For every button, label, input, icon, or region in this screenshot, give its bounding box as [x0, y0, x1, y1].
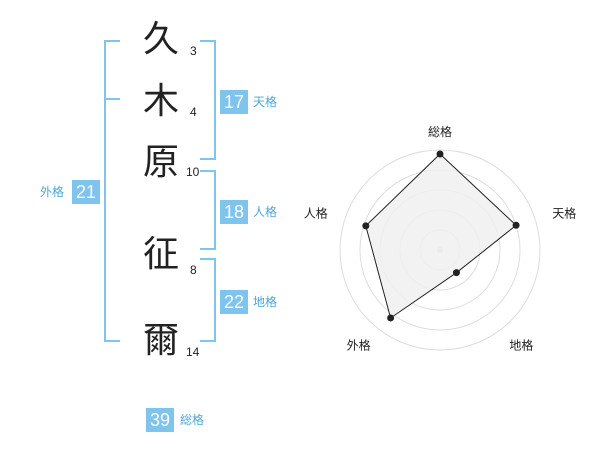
- stroke-count-4: 8: [190, 263, 197, 277]
- jinkaku-bracket: [200, 170, 216, 250]
- radar-point-2: [512, 221, 520, 229]
- gaikaku-value: 21: [72, 180, 100, 204]
- radar-point-1: [436, 150, 444, 158]
- radar-point-3: [452, 269, 460, 277]
- radar-point-4: [387, 314, 395, 322]
- radar-ring: [339, 149, 541, 351]
- stroke-count-1: 3: [190, 44, 197, 58]
- soukaku-label: 総格: [180, 413, 205, 427]
- radar-point-5: [362, 222, 370, 230]
- tenkaku-bracket: [200, 40, 216, 160]
- radar-axis-label-2: 天格: [552, 206, 576, 221]
- gaikaku-bracket: [104, 40, 120, 342]
- name-char-4: 征: [142, 234, 179, 275]
- tenkaku-label: 天格: [253, 95, 278, 109]
- stroke-count-5: 14: [186, 345, 200, 359]
- radar-area: [365, 153, 517, 319]
- tenkaku-value: 17: [220, 90, 248, 114]
- name-char-1: 久: [142, 19, 179, 60]
- stroke-count-3: 10: [186, 165, 200, 179]
- gaikaku-bracket-divider: [104, 98, 120, 100]
- radar-axis-label-3: 地格: [509, 338, 533, 353]
- name-char-3: 原: [142, 142, 179, 183]
- name-char-2: 木: [142, 81, 179, 122]
- soukaku-value: 39: [146, 408, 174, 432]
- radar-axis-label-5: 人格: [304, 206, 328, 221]
- chikaku-label: 地格: [253, 295, 278, 309]
- radar-axis-label-4: 外格: [347, 338, 371, 353]
- jinkaku-label: 人格: [253, 205, 278, 219]
- gaikaku-label: 外格: [40, 185, 65, 199]
- name-char-5: 爾: [142, 320, 179, 361]
- chikaku-bracket: [200, 258, 216, 342]
- jinkaku-value: 18: [220, 200, 248, 224]
- chikaku-value: 22: [220, 290, 248, 314]
- stroke-count-2: 4: [190, 105, 197, 119]
- radar-axis-label-1: 総格: [428, 124, 452, 139]
